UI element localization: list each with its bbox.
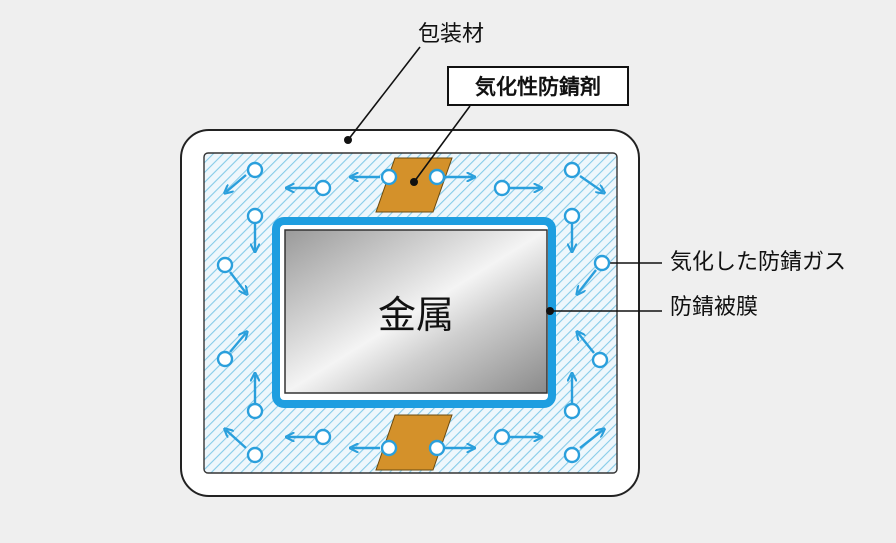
molecule-bottom-6	[563, 430, 603, 464]
molecule-bottom-5	[493, 428, 540, 446]
molecule-top-1	[226, 161, 264, 192]
leader-dot-vci	[410, 178, 418, 186]
molecule-bottom-2	[288, 428, 332, 446]
molecule-left-4	[246, 375, 264, 420]
molecule-top-5	[493, 179, 540, 197]
leader-dot-packaging	[344, 136, 352, 144]
leader-dot-film	[546, 307, 554, 315]
molecule-top-2	[288, 179, 332, 197]
molecule-left-2	[216, 256, 246, 293]
molecule-bottom-3	[352, 439, 398, 457]
molecule-right-4	[563, 375, 581, 420]
molecule-bottom-4	[428, 439, 473, 457]
molecule-right-2	[578, 254, 611, 293]
label-vaporized-gas: 気化した防錆ガス	[670, 250, 847, 275]
molecule-right-3	[578, 333, 609, 369]
molecule-right-1	[563, 207, 581, 250]
molecule-top-6	[563, 161, 603, 192]
label-packaging: 包装材	[418, 22, 485, 47]
label-metal: 金属	[377, 292, 454, 337]
label-vci: 気化性防錆剤	[447, 66, 629, 106]
label-rust-film: 防錆被膜	[670, 295, 759, 320]
molecule-bottom-1	[226, 430, 264, 464]
molecule-left-3	[216, 333, 246, 368]
molecule-left-1	[246, 207, 264, 250]
molecule-top-4	[428, 168, 473, 186]
molecule-top-3	[352, 168, 398, 186]
